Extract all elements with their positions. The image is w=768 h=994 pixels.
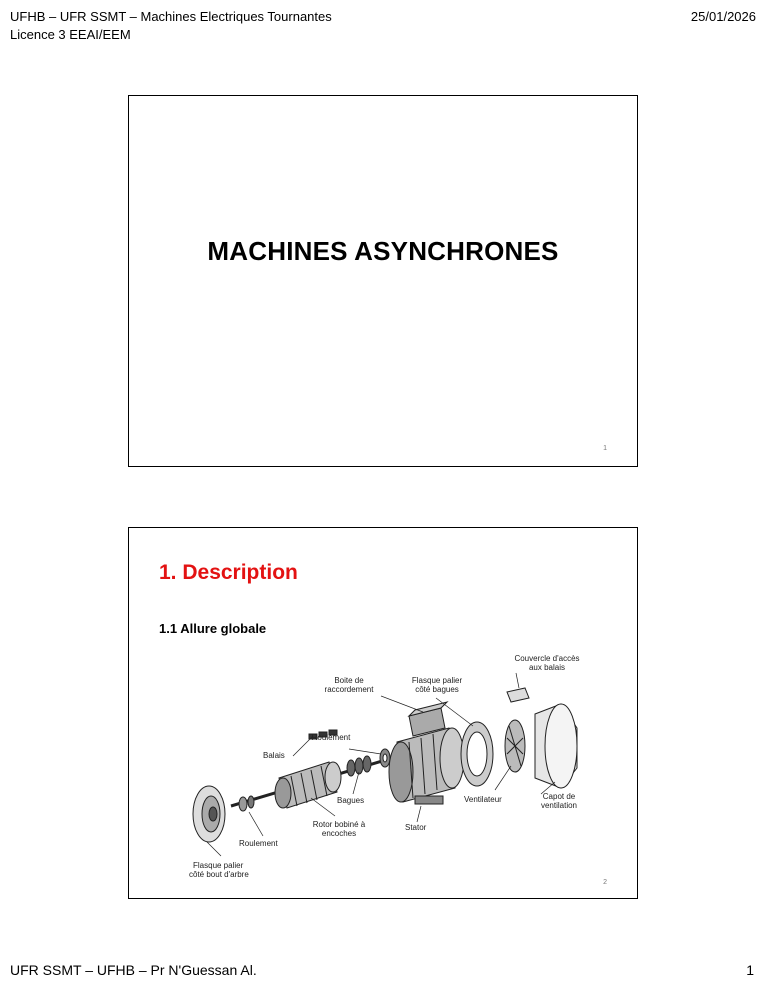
label-ventilateur: Ventilateur bbox=[464, 795, 502, 804]
slide-1: MACHINES ASYNCHRONES 1 bbox=[128, 95, 638, 467]
exploded-motor-figure: Couvercle d'accès aux balais Boite de ra… bbox=[189, 654, 580, 879]
end-shield-shaft-side-drawing bbox=[192, 785, 226, 843]
rotor-drawing bbox=[274, 761, 342, 809]
label-couvercle-2: aux balais bbox=[529, 663, 565, 672]
label-bagues: Bagues bbox=[337, 796, 364, 805]
label-roulement-bottom: Roulement bbox=[239, 839, 278, 848]
bearing-right-drawing bbox=[379, 748, 391, 768]
footer-page-number: 1 bbox=[746, 962, 754, 978]
slide-1-number: 1 bbox=[603, 445, 607, 452]
fan-drawing bbox=[504, 719, 526, 773]
label-capot-2: ventilation bbox=[541, 801, 577, 810]
stator-drawing bbox=[388, 701, 465, 805]
label-roulement-top: Roulement bbox=[312, 733, 351, 742]
slide-2-title: 1. Description bbox=[159, 561, 298, 584]
slide-2-subtitle: 1.1 Allure globale bbox=[159, 621, 267, 636]
label-stator: Stator bbox=[405, 823, 427, 832]
label-rotor-2: encoches bbox=[322, 829, 356, 838]
label-boite-2: raccordement bbox=[325, 685, 375, 694]
label-couvercle: Couvercle d'accès bbox=[514, 654, 579, 663]
header-level: Licence 3 EEAI/EEM bbox=[10, 27, 131, 42]
label-balais: Balais bbox=[263, 751, 285, 760]
fan-cover-drawing bbox=[506, 687, 578, 789]
bearing-left-drawing bbox=[238, 795, 255, 812]
slide-2-number: 2 bbox=[603, 879, 607, 886]
label-flasque-arbre: Flasque palier bbox=[193, 861, 244, 870]
label-flasque-bagues-2: côté bagues bbox=[415, 685, 459, 694]
slide-1-title: MACHINES ASYNCHRONES bbox=[207, 236, 559, 266]
label-capot: Capot de bbox=[543, 792, 576, 801]
page-header-left: UFHB – UFR SSMT – Machines Electriques T… bbox=[10, 8, 332, 44]
label-flasque-arbre-2: côté bout d'arbre bbox=[189, 870, 249, 879]
end-shield-ring-side-drawing bbox=[460, 721, 494, 787]
header-course-title: UFHB – UFR SSMT – Machines Electriques T… bbox=[10, 9, 332, 24]
label-rotor: Rotor bobiné à bbox=[313, 820, 366, 829]
leader-lines bbox=[206, 672, 556, 857]
footer-author: UFR SSMT – UFHB – Pr N'Guessan Al. bbox=[10, 962, 257, 978]
brushes-drawing bbox=[308, 729, 338, 740]
label-boite: Boite de bbox=[334, 676, 364, 685]
slip-rings-drawing bbox=[346, 755, 372, 777]
label-flasque-bagues: Flasque palier bbox=[412, 676, 463, 685]
slide-2: 1. Description 1.1 Allure globale bbox=[128, 527, 638, 899]
header-date: 25/01/2026 bbox=[690, 9, 756, 24]
